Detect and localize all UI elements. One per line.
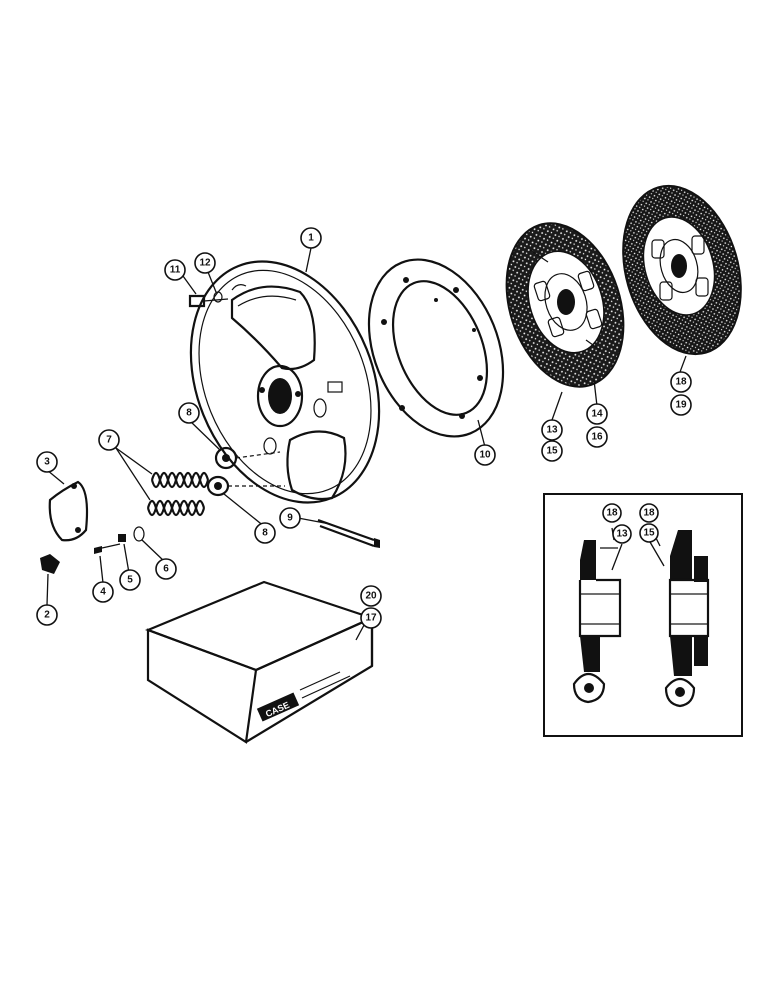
- callout-17: 17: [360, 607, 382, 629]
- spring-upper: [150, 471, 210, 489]
- callout-3: 3: [36, 451, 58, 473]
- callout-5: 5: [119, 569, 141, 591]
- spring-cups: [206, 446, 285, 497]
- svg-text:15: 15: [546, 446, 558, 457]
- lever-block: [40, 554, 60, 574]
- svg-text:19: 19: [675, 400, 687, 411]
- section-disc-15: [664, 530, 710, 708]
- svg-text:1: 1: [308, 233, 314, 244]
- callout-9: 9: [279, 507, 301, 529]
- callout-2: 2: [36, 604, 58, 626]
- section-disc-13: [572, 540, 622, 704]
- svg-text:14: 14: [591, 409, 603, 420]
- inset-callout-18-right: 18: [639, 503, 659, 523]
- callout-20: 20: [360, 585, 382, 607]
- parts-kit-box: CASE: [144, 580, 376, 744]
- svg-text:3: 3: [44, 457, 50, 468]
- eyebolt: [94, 543, 121, 554]
- pin-washer: [133, 526, 145, 542]
- callout-11: 11: [164, 259, 186, 281]
- cap-screw-and-lockwasher: [188, 291, 229, 308]
- callout-4: 4: [92, 581, 114, 603]
- clutch-disc-rear: [622, 184, 742, 356]
- svg-text:11: 11: [170, 265, 181, 276]
- callout-10: 10: [474, 444, 496, 466]
- callout-8-upper: 8: [178, 402, 200, 424]
- clutch-disc-front: [505, 222, 625, 388]
- svg-text:8: 8: [186, 408, 192, 419]
- svg-text:20: 20: [365, 591, 377, 602]
- callout-12: 12: [194, 252, 216, 274]
- svg-text:16: 16: [591, 432, 603, 443]
- svg-text:12: 12: [199, 258, 211, 269]
- callout-8-lower: 8: [254, 522, 276, 544]
- svg-text:18: 18: [675, 377, 687, 388]
- callout-18: 18: [670, 371, 692, 393]
- svg-text:18: 18: [606, 508, 618, 519]
- svg-text:8: 8: [262, 528, 268, 539]
- callout-6: 6: [155, 558, 177, 580]
- svg-text:4: 4: [100, 587, 106, 598]
- callout-14: 14: [586, 403, 608, 425]
- spring-lower: [146, 499, 206, 517]
- pressure-springs: [146, 471, 210, 517]
- callout-7: 7: [98, 429, 120, 451]
- pressure-plate-cover: [189, 260, 381, 504]
- svg-text:17: 17: [365, 613, 377, 624]
- callout-19: 19: [670, 394, 692, 416]
- svg-text:7: 7: [106, 435, 112, 446]
- svg-text:18: 18: [643, 508, 655, 519]
- callout-15: 15: [541, 440, 563, 462]
- svg-text:15: 15: [643, 528, 655, 539]
- svg-text:9: 9: [287, 513, 293, 524]
- callout-16: 16: [586, 426, 608, 448]
- callout-13: 13: [541, 419, 563, 441]
- release-lever: [48, 480, 89, 542]
- callout-1: 1: [300, 227, 322, 249]
- inset-callout-18-left: 18: [602, 503, 622, 523]
- inset-callout-13: 13: [612, 524, 632, 544]
- svg-text:2: 2: [44, 610, 50, 621]
- adjusting-nut: [118, 534, 126, 542]
- inset-callout-15: 15: [639, 523, 659, 543]
- svg-text:13: 13: [616, 529, 628, 540]
- pressure-plate-ring: [367, 258, 505, 438]
- svg-text:6: 6: [163, 564, 169, 575]
- svg-text:10: 10: [479, 450, 491, 461]
- pin: [317, 518, 380, 548]
- svg-text:13: 13: [546, 425, 558, 436]
- svg-text:5: 5: [127, 575, 133, 586]
